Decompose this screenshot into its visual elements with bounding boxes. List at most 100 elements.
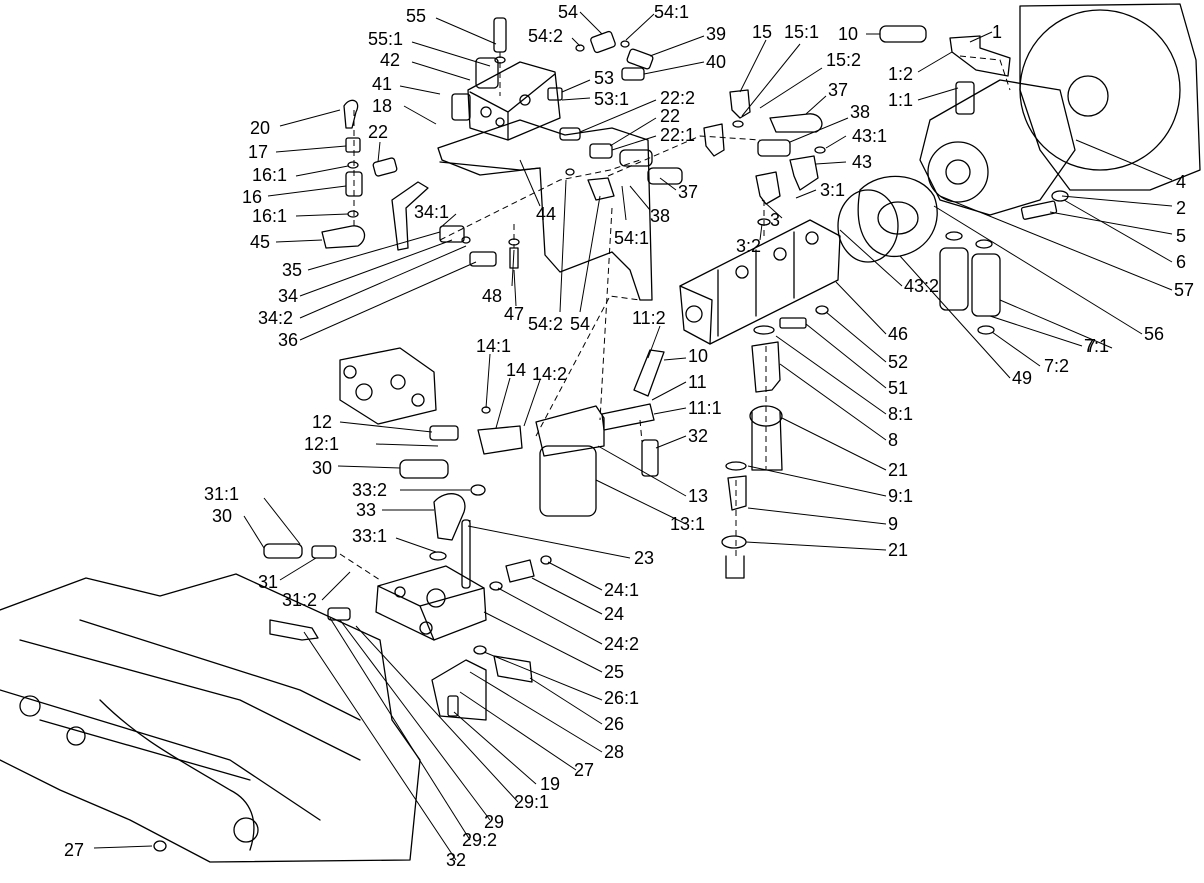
callout-label: 40 bbox=[706, 52, 726, 72]
leader-line bbox=[355, 625, 519, 803]
leader-line bbox=[279, 557, 317, 581]
leader-line bbox=[339, 619, 491, 821]
fitting-22b bbox=[589, 143, 613, 159]
leader-line bbox=[747, 465, 887, 497]
assembly-line bbox=[339, 553, 381, 581]
o-ring bbox=[945, 231, 963, 241]
leader-line bbox=[597, 445, 687, 497]
nut-27 bbox=[153, 840, 167, 852]
leader-line bbox=[453, 711, 537, 785]
fitting-53 bbox=[547, 87, 563, 101]
callout-label: 8 bbox=[888, 430, 898, 450]
leader-line bbox=[651, 381, 687, 401]
fitting-36 bbox=[469, 251, 497, 267]
fitting-39 bbox=[626, 48, 654, 70]
o-ring bbox=[540, 555, 552, 565]
leader-line bbox=[745, 541, 887, 551]
callout-label: 56 bbox=[1144, 324, 1164, 344]
callout-label: 34:1 bbox=[414, 202, 449, 222]
callout-label: 29:2 bbox=[462, 830, 497, 850]
leader-line bbox=[321, 571, 351, 601]
callout-label: 7:2 bbox=[1044, 356, 1069, 376]
leader-line bbox=[663, 357, 687, 361]
leader-line bbox=[497, 587, 603, 645]
callout-label: 51 bbox=[888, 378, 908, 398]
leader-line bbox=[275, 145, 347, 153]
callout-label: 41 bbox=[372, 74, 392, 94]
leader-line bbox=[629, 185, 651, 211]
leader-line bbox=[939, 195, 1173, 291]
o-ring bbox=[565, 168, 575, 176]
leader-line bbox=[547, 561, 603, 591]
callout-label: 12 bbox=[312, 412, 332, 432]
callout-label: 3 bbox=[770, 210, 780, 230]
washer-6 bbox=[1051, 190, 1069, 202]
hose-end bbox=[725, 555, 745, 579]
callout-label: 33 bbox=[356, 500, 376, 520]
fitting-54b bbox=[587, 177, 615, 201]
callout-label: 7:1 bbox=[1084, 336, 1109, 356]
leader-line bbox=[403, 105, 437, 125]
callout-label: 43:1 bbox=[852, 126, 887, 146]
valve-port bbox=[495, 117, 505, 127]
leader-line bbox=[609, 117, 657, 147]
fitting-38 bbox=[757, 139, 791, 157]
callout-label: 5 bbox=[1176, 226, 1186, 246]
callout-label: 15:1 bbox=[784, 22, 819, 42]
callout-label: 1:1 bbox=[888, 90, 913, 110]
manifold-bracket bbox=[437, 119, 653, 301]
callout-label: 31 bbox=[258, 572, 278, 592]
o-ring-33-1 bbox=[429, 551, 447, 561]
leader-line bbox=[647, 325, 661, 359]
callout-label: 31:1 bbox=[204, 484, 239, 504]
leader-line bbox=[483, 651, 603, 701]
callout-label: 4 bbox=[1176, 172, 1186, 192]
callout-label: 43:2 bbox=[904, 276, 939, 296]
leader-line bbox=[969, 31, 993, 43]
o-ring bbox=[347, 161, 359, 169]
callout-label: 33:1 bbox=[352, 526, 387, 546]
callout-label: 47 bbox=[504, 304, 524, 324]
leader-line bbox=[621, 185, 627, 221]
filter-head bbox=[535, 405, 605, 457]
leader-line bbox=[579, 195, 601, 313]
leader-line bbox=[529, 677, 603, 725]
leader-line bbox=[579, 99, 657, 133]
callout-label: 11:2 bbox=[632, 308, 666, 328]
callout-label: 27 bbox=[64, 840, 84, 860]
callout-label: 54:2 bbox=[528, 26, 563, 46]
seal-56 bbox=[837, 189, 899, 263]
leader-line bbox=[917, 51, 953, 73]
callout-label: 54 bbox=[570, 314, 590, 334]
valve-cartridge bbox=[475, 57, 499, 89]
leader-line bbox=[805, 95, 827, 115]
leader-line bbox=[1075, 139, 1173, 181]
leader-line bbox=[411, 61, 471, 81]
assembly-line bbox=[439, 159, 641, 241]
leader-line bbox=[483, 611, 603, 673]
fitting-29 bbox=[327, 607, 351, 621]
leader-line bbox=[625, 13, 655, 41]
fitting-55 bbox=[493, 17, 507, 53]
callout-label: 30 bbox=[312, 458, 332, 478]
leader-line bbox=[295, 165, 349, 177]
callout-label: 24:1 bbox=[604, 580, 639, 600]
callout-label: 22 bbox=[368, 122, 388, 142]
leader-line bbox=[93, 845, 153, 849]
callout-label: 9:1 bbox=[888, 486, 913, 506]
leader-line bbox=[469, 671, 603, 753]
callout-label: 31:2 bbox=[282, 590, 317, 610]
hose-37b bbox=[647, 167, 683, 185]
tee-fitting-1 bbox=[949, 35, 1011, 77]
leader-line bbox=[299, 239, 453, 297]
leader-line bbox=[611, 135, 657, 151]
callout-label: 37 bbox=[828, 80, 848, 100]
leader-line bbox=[275, 239, 323, 243]
callout-label: 46 bbox=[888, 324, 908, 344]
callout-label: 2 bbox=[1176, 198, 1186, 218]
callout-label: 17 bbox=[248, 142, 268, 162]
leader-line bbox=[659, 177, 677, 191]
callout-label: 18 bbox=[372, 96, 392, 116]
flywheel-hub bbox=[1067, 75, 1109, 117]
leader-line bbox=[485, 353, 491, 409]
